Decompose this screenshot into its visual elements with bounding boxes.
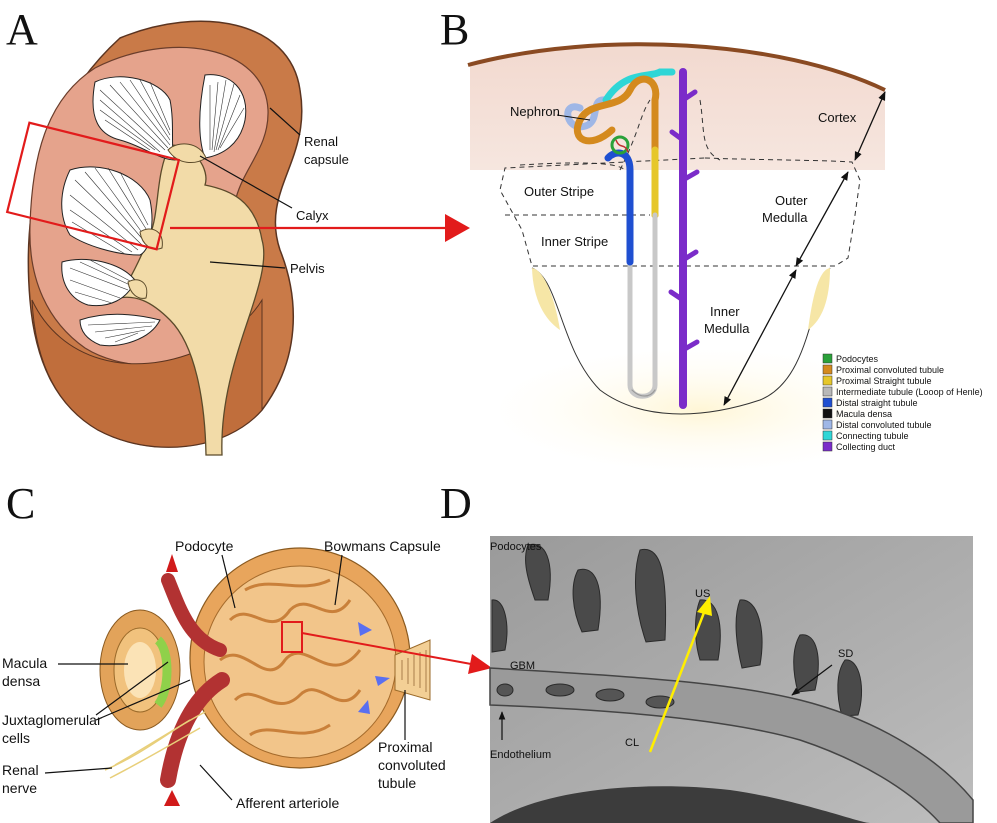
legend-swatch-dst — [823, 398, 832, 407]
bowmans-space — [204, 566, 396, 758]
legend-swatch-loop — [823, 387, 832, 396]
panel-letter-c: C — [6, 479, 35, 528]
legend-label-connecting: Connecting tubule — [836, 431, 909, 441]
afferent-flow-arrow — [164, 790, 180, 806]
label-us: US — [695, 588, 710, 600]
label-outer-stripe: Outer Stripe — [524, 184, 594, 199]
panel-letter-a: A — [6, 5, 38, 54]
legend-swatch-macula — [823, 409, 832, 418]
label-calyx: Calyx — [296, 208, 329, 223]
legend-label-pst: Proximal Straight tubule — [836, 376, 932, 386]
label-outer-medulla-line2: Medulla — [762, 210, 808, 225]
label-gbm: GBM — [510, 660, 535, 672]
label-podocyte: Podocyte — [175, 538, 234, 554]
legend-item: Connecting tubule — [823, 431, 909, 441]
label-renal-capsule-line1: Renal — [304, 134, 338, 149]
legend-label-dct: Distal convoluted tubule — [836, 420, 932, 430]
legend-label-pct: Proximal convoluted tubule — [836, 365, 944, 375]
label-outer-medulla-line1: Outer — [775, 193, 808, 208]
legend-item: Distal convoluted tubule — [823, 420, 932, 430]
label-proximal-line3: tubule — [378, 775, 416, 791]
label-renal-capsule-line2: capsule — [304, 152, 349, 167]
legend-swatch-pst — [823, 376, 832, 385]
panel-letter-d: D — [440, 479, 472, 528]
legend-b: Podocytes Proximal convoluted tubule Pro… — [823, 354, 983, 452]
panel-a: A — [6, 5, 470, 455]
arrowhead-a-to-b — [445, 214, 470, 242]
label-juxtaglomerular-line1: Juxtaglomerular — [2, 712, 102, 728]
papilla-left-fill — [532, 268, 560, 330]
legend-swatch-dct — [823, 420, 832, 429]
legend-label-podocytes: Podocytes — [836, 354, 879, 364]
label-sd: SD — [838, 648, 853, 660]
legend-item: Distal straight tubule — [823, 398, 918, 408]
panel-b: B Nephro — [440, 5, 983, 470]
panel-c: C — [2, 479, 492, 811]
label-podocytes: Podocytes — [490, 541, 542, 553]
legend-swatch-collecting — [823, 442, 832, 451]
legend-item: Intermediate tubule (Looop of Henle) — [823, 387, 983, 397]
legend-label-loop: Intermediate tubule (Looop of Henle) — [836, 387, 983, 397]
label-macula-densa-line2: densa — [2, 673, 40, 689]
legend-item: Podocytes — [823, 354, 879, 364]
label-pelvis: Pelvis — [290, 261, 325, 276]
label-inner-medulla-line2: Medulla — [704, 321, 750, 336]
legend-item: Proximal Straight tubule — [823, 376, 932, 386]
label-inner-stripe: Inner Stripe — [541, 234, 608, 249]
papilla-right-fill — [808, 268, 830, 330]
distal-tubule-inner — [124, 642, 156, 698]
label-proximal-line2: convoluted — [378, 757, 446, 773]
label-renal-nerve-line2: nerve — [2, 780, 37, 796]
label-macula-densa-line1: Macula — [2, 655, 47, 671]
legend-swatch-podocytes — [823, 354, 832, 363]
arrowhead-c-to-d — [468, 654, 492, 674]
legend-label-macula: Macula densa — [836, 409, 892, 419]
legend-swatch-connecting — [823, 431, 832, 440]
label-nephron: Nephron — [510, 104, 560, 119]
label-bowmans-capsule: Bowmans Capsule — [324, 538, 441, 554]
label-renal-nerve-line1: Renal — [2, 762, 39, 778]
legend-label-collecting: Collecting duct — [836, 442, 896, 452]
label-juxtaglomerular-line2: cells — [2, 730, 30, 746]
legend-swatch-pct — [823, 365, 832, 374]
label-endothelium: Endothelium — [490, 749, 551, 761]
legend-item: Proximal convoluted tubule — [823, 365, 944, 375]
label-proximal-line1: Proximal — [378, 739, 432, 755]
label-inner-medulla-line1: Inner — [710, 304, 740, 319]
efferent-flow-arrow — [166, 554, 178, 572]
legend-label-dst: Distal straight tubule — [836, 398, 918, 408]
panel-letter-b: B — [440, 5, 469, 54]
panel-d: D Podocytes US — [440, 479, 973, 823]
label-cortex: Cortex — [818, 110, 857, 125]
label-afferent-arteriole: Afferent arteriole — [236, 795, 339, 811]
label-cl: CL — [625, 737, 639, 749]
